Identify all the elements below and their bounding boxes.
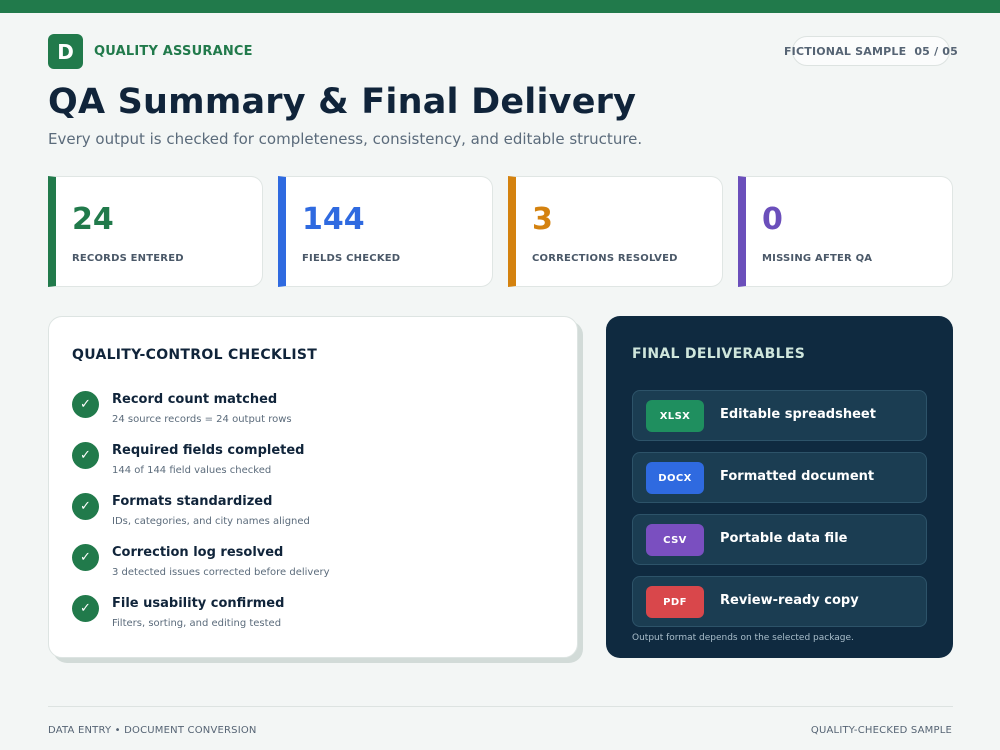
stat-value: 24 (72, 202, 114, 237)
deliverable-xlsx: XLSX Editable spreadsheet (632, 390, 927, 441)
stat-label: MISSING AFTER QA (762, 253, 873, 264)
brand-logo: D (48, 34, 83, 69)
stat-label: CORRECTIONS RESOLVED (532, 253, 678, 264)
footer-right-text: QUALITY-CHECKED SAMPLE (810, 725, 952, 736)
check-icon: ✓ (72, 544, 99, 571)
stat-card-records: 24 RECORDS ENTERED (48, 176, 263, 287)
checklist-item-desc: Filters, sorting, and editing tested (112, 618, 282, 629)
page-title: QA Summary & Final Delivery (48, 82, 637, 122)
sample-label: FICTIONAL SAMPLE (783, 44, 907, 58)
page-indicator: 05 / 05 (914, 44, 959, 58)
page-subtitle: Every output is checked for completeness… (48, 130, 643, 148)
deliverables-note: Output format depends on the selected pa… (632, 633, 854, 643)
check-icon: ✓ (72, 493, 99, 520)
deliverable-pdf: PDF Review-ready copy (632, 576, 927, 627)
format-badge: XLSX (646, 400, 704, 432)
checklist-item-desc: 144 of 144 field values checked (112, 465, 272, 476)
deliverable-label: Portable data file (720, 531, 848, 546)
checklist-item-desc: IDs, categories, and city names aligned (112, 516, 310, 527)
format-badge: CSV (646, 524, 704, 556)
final-deliverables-card: FINAL DELIVERABLES XLSX Editable spreads… (606, 316, 953, 658)
deliverable-label: Formatted document (720, 469, 875, 484)
checklist-item-desc: 3 detected issues corrected before deliv… (112, 567, 330, 578)
checklist-item-desc: 24 source records = 24 output rows (112, 414, 292, 425)
top-accent-bar (0, 0, 1000, 13)
checklist-item-title: Correction log resolved (112, 545, 284, 560)
deliverable-docx: DOCX Formatted document (632, 452, 927, 503)
stats-row: 24 RECORDS ENTERED 144 FIELDS CHECKED 3 … (48, 176, 953, 287)
deliverable-csv: CSV Portable data file (632, 514, 927, 565)
brand-label: QUALITY ASSURANCE (94, 44, 253, 59)
stat-label: RECORDS ENTERED (72, 253, 184, 264)
stat-card-corrections: 3 CORRECTIONS RESOLVED (508, 176, 723, 287)
stat-value: 3 (532, 202, 553, 237)
checklist-item-title: Record count matched (112, 392, 278, 407)
checklist-item-title: Required fields completed (112, 443, 305, 458)
stat-label: FIELDS CHECKED (302, 253, 401, 264)
brand: D QUALITY ASSURANCE (48, 34, 253, 69)
format-badge: DOCX (646, 462, 704, 494)
format-badge: PDF (646, 586, 704, 618)
check-icon: ✓ (72, 442, 99, 469)
footer-divider (48, 706, 953, 707)
deliverables-title: FINAL DELIVERABLES (632, 346, 806, 362)
check-icon: ✓ (72, 391, 99, 418)
checklist-item-title: File usability confirmed (112, 596, 285, 611)
checklist-item: ✓ File usability confirmed Filters, sort… (72, 594, 542, 640)
stat-card-missing: 0 MISSING AFTER QA (738, 176, 953, 287)
check-icon: ✓ (72, 595, 99, 622)
checklist-item: ✓ Required fields completed 144 of 144 f… (72, 441, 542, 487)
checklist-item-title: Formats standardized (112, 494, 273, 509)
sample-badge: FICTIONAL SAMPLE 05 / 05 (784, 36, 958, 66)
checklist-title: QUALITY-CONTROL CHECKLIST (72, 347, 318, 363)
stat-card-fields: 144 FIELDS CHECKED (278, 176, 493, 287)
qc-checklist-card: QUALITY-CONTROL CHECKLIST ✓ Record count… (48, 316, 578, 658)
checklist-item: ✓ Formats standardized IDs, categories, … (72, 492, 542, 538)
checklist-item: ✓ Record count matched 24 source records… (72, 390, 542, 436)
footer-left-text: DATA ENTRY • DOCUMENT CONVERSION (48, 725, 257, 736)
stat-value: 0 (762, 202, 783, 237)
deliverable-label: Editable spreadsheet (720, 407, 876, 422)
stat-value: 144 (302, 202, 365, 237)
deliverable-label: Review-ready copy (720, 593, 859, 608)
checklist-item: ✓ Correction log resolved 3 detected iss… (72, 543, 542, 589)
